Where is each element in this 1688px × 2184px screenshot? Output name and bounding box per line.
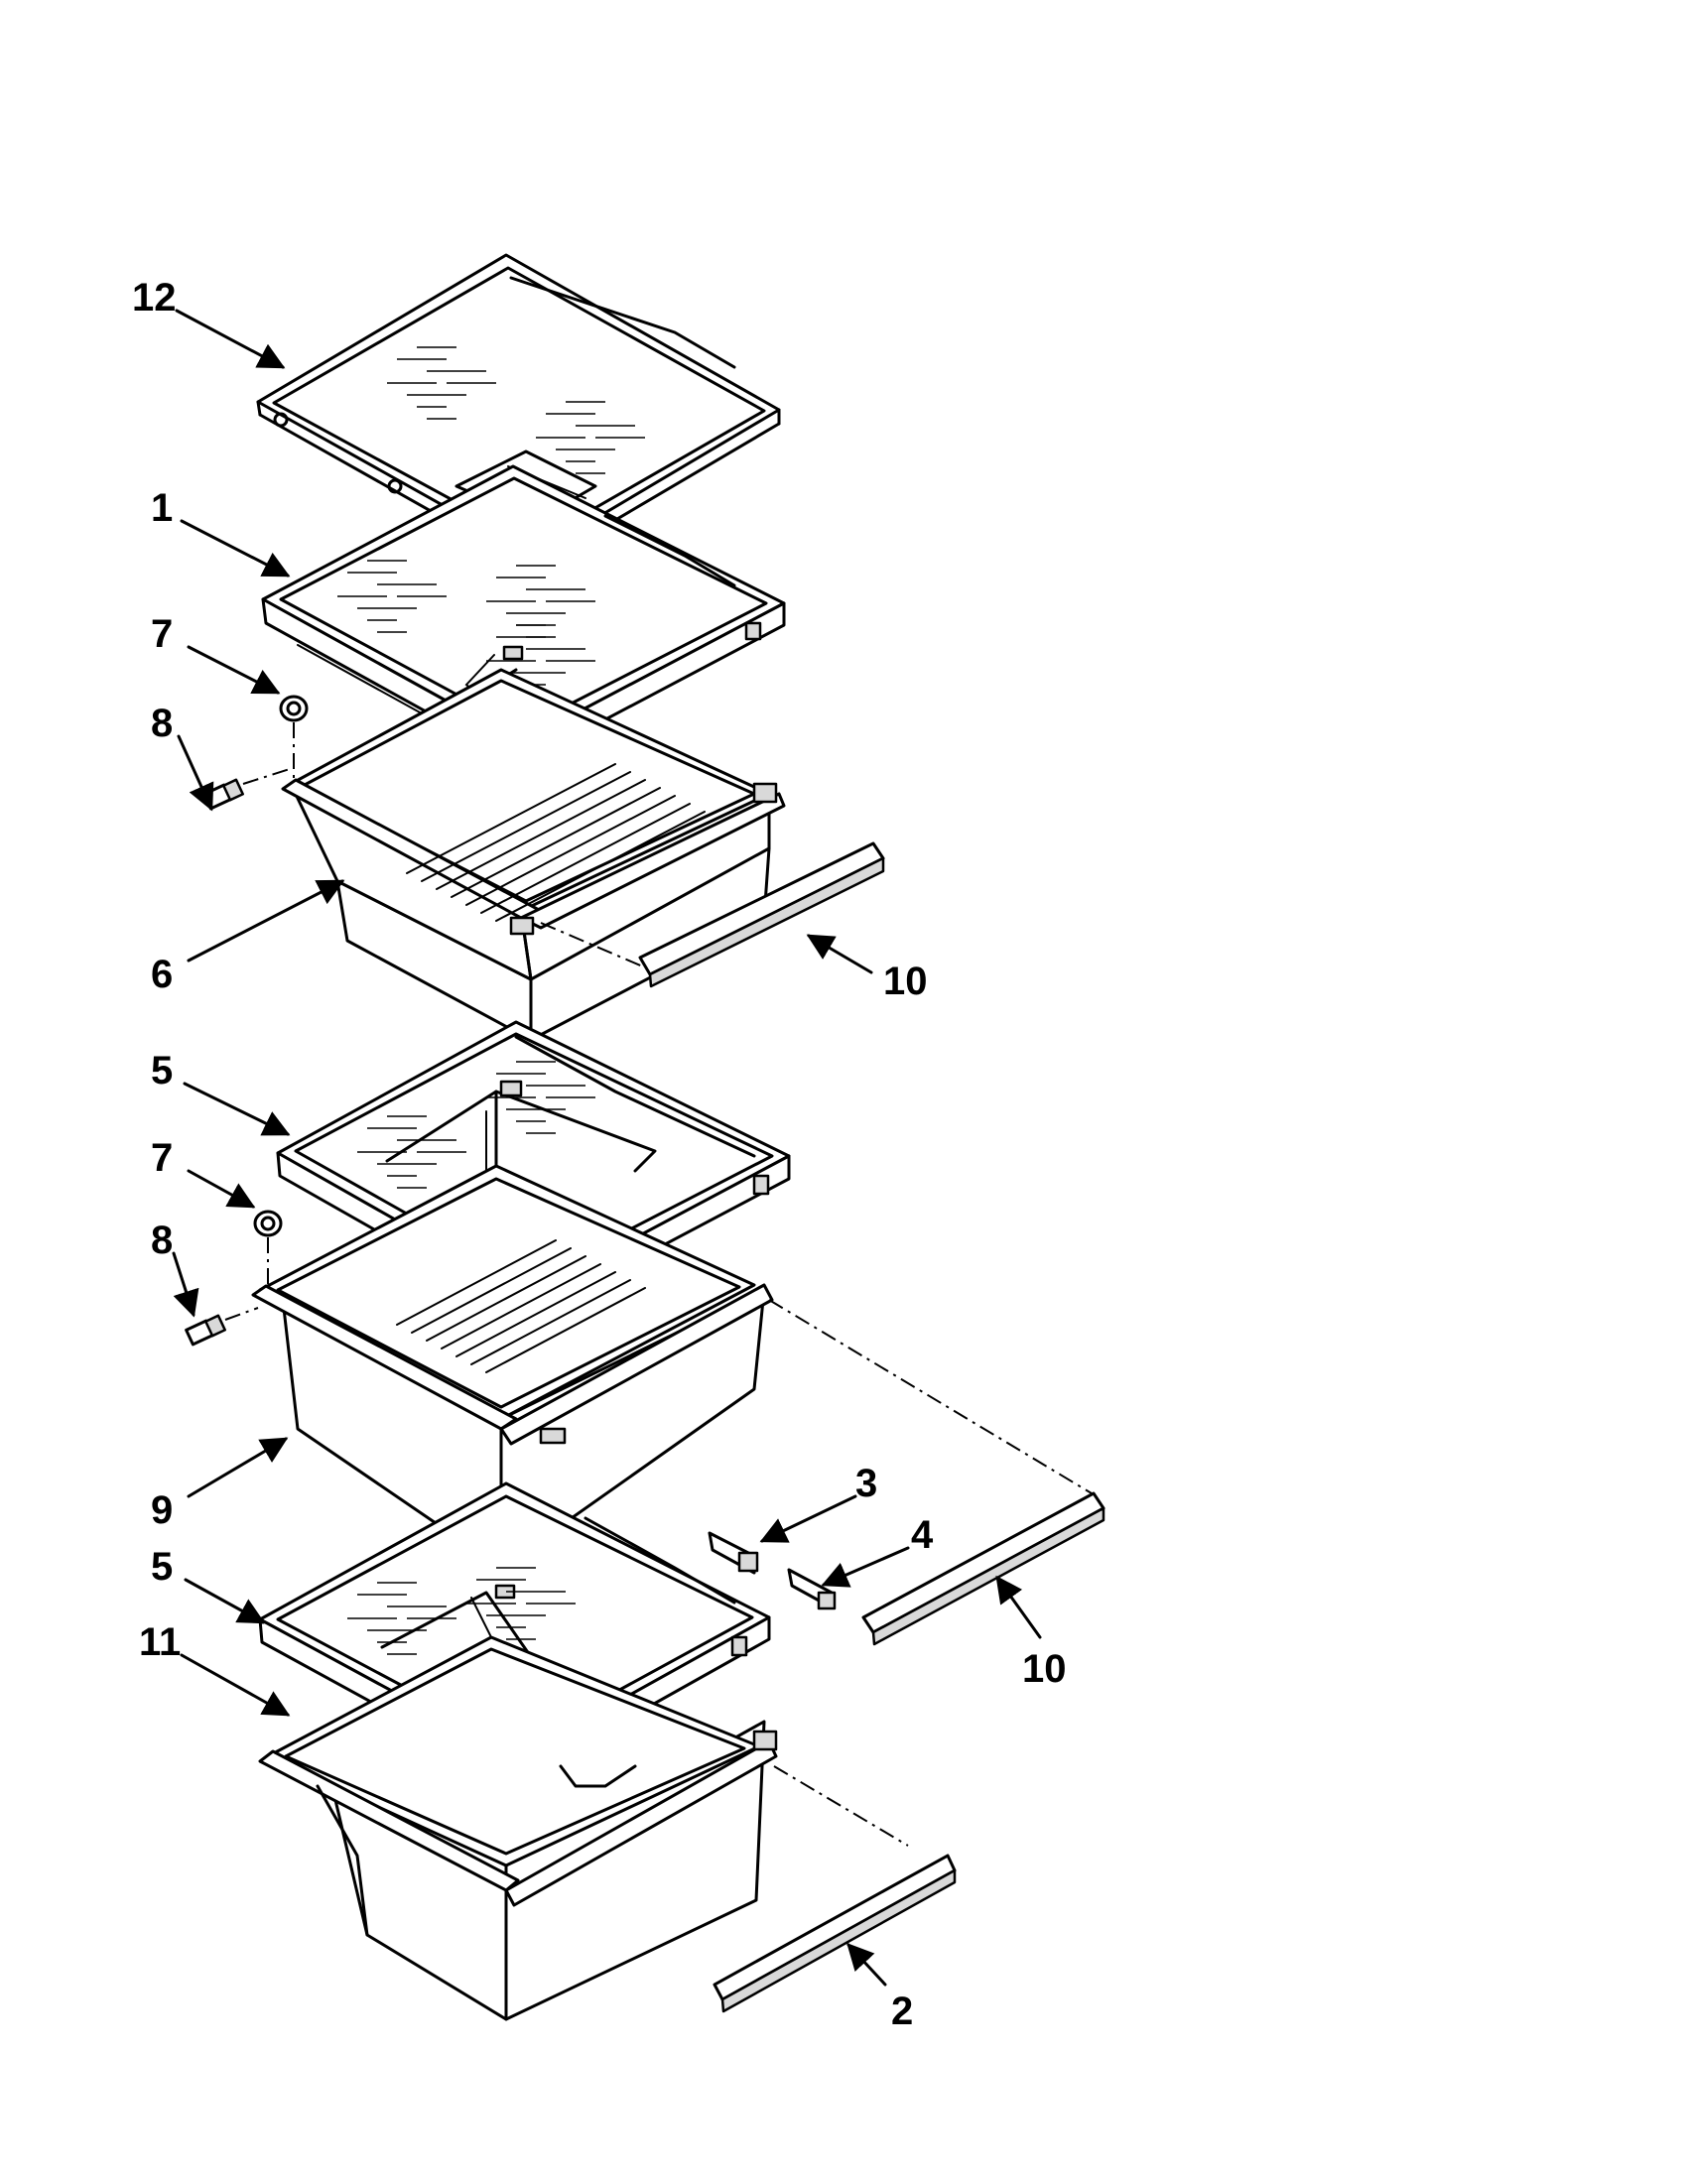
- callout-4: 4: [911, 1513, 934, 1557]
- drawer-ribs-6: [406, 763, 706, 922]
- callout-8: 8: [151, 702, 173, 745]
- callout-11: 11: [139, 1620, 181, 1664]
- callout-6: 6: [151, 953, 173, 996]
- drawer-ribs-9: [396, 1239, 646, 1373]
- bracket-part-4: [787, 1568, 837, 1610]
- drawer-part-6: [281, 668, 786, 1042]
- callout-10: 10: [883, 960, 928, 1003]
- screw-part-8-lower: [185, 1307, 259, 1347]
- callout-5: 5: [151, 1545, 173, 1589]
- callout-7: 7: [151, 612, 173, 656]
- bracket-part-3: [708, 1531, 759, 1575]
- roller-part-7-upper: [279, 695, 309, 784]
- callout-10: 10: [1022, 1647, 1067, 1691]
- callout-9: 9: [151, 1488, 173, 1532]
- callout-labels: 12 1 7 8 6 10 5 7 8 9 3 4 10 5 11 2: [132, 276, 1067, 2033]
- drawer-part-11: [258, 1635, 778, 2021]
- callout-8: 8: [151, 1219, 173, 1262]
- callout-2: 2: [891, 1990, 913, 2033]
- callout-leaders: [172, 309, 1042, 1987]
- callout-1: 1: [151, 486, 173, 530]
- roller-part-7-lower: [253, 1210, 283, 1286]
- screw-part-8-upper: [202, 768, 291, 811]
- callout-3: 3: [855, 1462, 877, 1505]
- rail-part-2: [713, 1765, 957, 2013]
- rail-part-10-lower: [768, 1299, 1105, 1646]
- callout-7: 7: [151, 1136, 173, 1180]
- callout-5: 5: [151, 1049, 173, 1092]
- callout-12: 12: [132, 276, 177, 320]
- rail-part-10-upper: [540, 841, 885, 988]
